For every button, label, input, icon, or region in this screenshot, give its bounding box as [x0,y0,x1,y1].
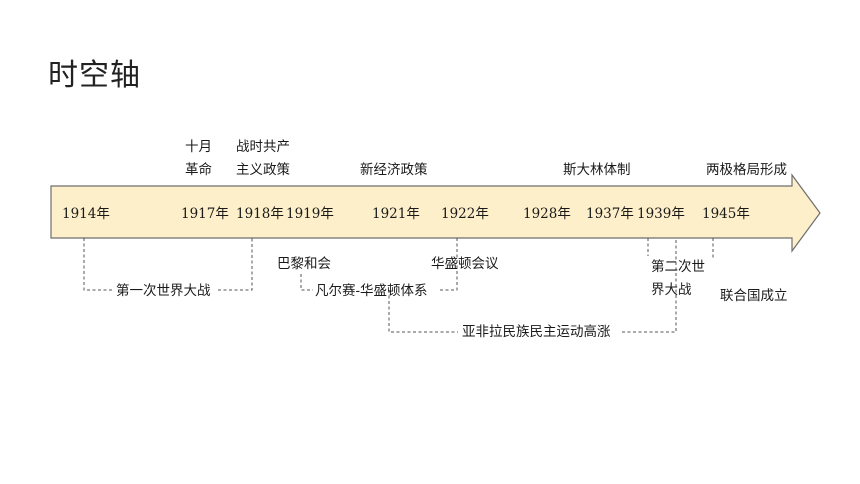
event-october-revolution-line2: 革命 [185,161,212,178]
event-ww2-line1: 第二次世 [651,258,705,275]
bracket-ww1 [83,238,253,291]
year-1937: 1937年 [586,206,634,222]
year-1914: 1914年 [62,206,110,222]
event-ww1: 第一次世界大战 [116,282,211,299]
year-1939: 1939年 [637,206,685,222]
event-ww2-line2: 界大战 [651,282,692,298]
event-october-revolution-line1: 十月 [185,139,212,155]
bracket-asia-africa-latam [388,238,677,333]
event-asia-africa-latam: 亚非拉民族民主运动高涨 [462,323,611,340]
bracket-lines [83,238,714,333]
event-stalin-system: 斯大林体制 [563,162,631,178]
event-nep: 新经济政策 [360,161,428,178]
year-1918: 1918年 [236,206,284,222]
timeline-arrow [50,173,821,253]
event-un-founded: 联合国成立 [720,288,788,304]
event-washington-conference: 华盛顿会议 [431,256,499,272]
year-1928: 1928年 [523,206,571,222]
year-1922: 1922年 [441,206,489,222]
year-1945: 1945年 [702,206,750,222]
page-title: 时空轴 [48,58,141,93]
year-1921: 1921年 [372,206,420,222]
event-war-communism-line1: 战时共产 [236,139,290,155]
bracket-versailles-washington [300,238,458,291]
event-bipolar: 两极格局形成 [706,162,787,178]
event-versailles-washington: 凡尔赛-华盛顿体系 [315,283,428,299]
event-paris-conference: 巴黎和会 [277,256,331,272]
year-1917: 1917年 [181,206,229,222]
year-1919: 1919年 [286,206,334,222]
event-war-communism-line2: 主义政策 [236,161,290,178]
